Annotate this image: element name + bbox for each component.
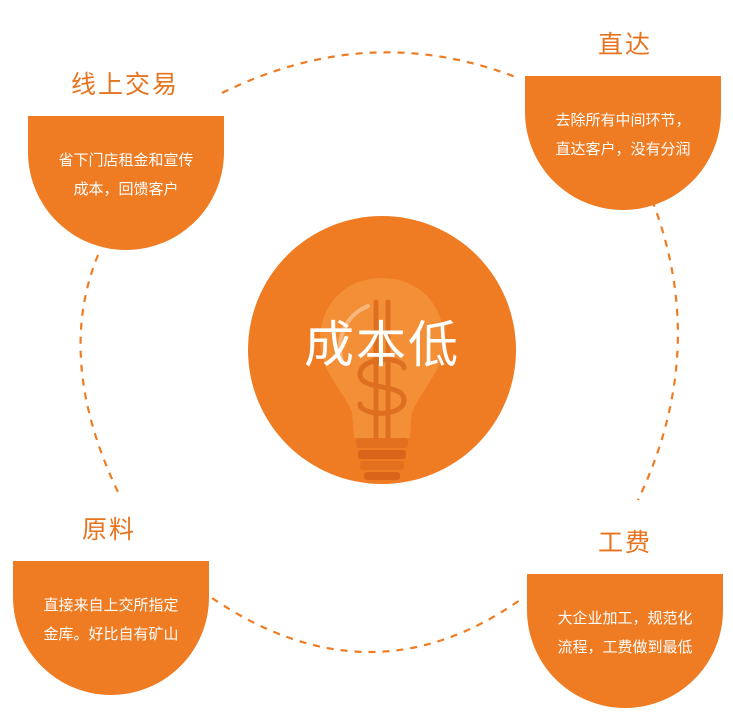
feature-desc-line: 流程，工费做到最低 — [557, 638, 693, 656]
light-bulb-dollar-icon — [320, 278, 444, 480]
feature-card-online: 省下门店租金和宣传 成本，回馈客户 — [28, 116, 224, 250]
center-circle: 成本低 — [248, 216, 516, 484]
feature-desc-direct: 去除所有中间环节， 直达客户，没有分润 — [525, 106, 721, 164]
feature-desc-line: 直接来自上交所指定 — [43, 596, 179, 614]
feature-desc-line: 省下门店租金和宣传 — [58, 151, 194, 169]
feature-desc-online: 省下门店租金和宣传 成本，回馈客户 — [28, 146, 224, 204]
feature-title-direct: 直达 — [598, 30, 653, 59]
feature-desc-line: 直达客户，没有分润 — [555, 140, 691, 158]
feature-title-labor: 工费 — [598, 528, 653, 557]
feature-desc-line: 去除所有中间环节， — [555, 111, 691, 129]
feature-desc-labor: 大企业加工，规范化 流程，工费做到最低 — [527, 604, 723, 662]
feature-desc-line: 大企业加工，规范化 — [557, 609, 693, 627]
center-title: 成本低 — [304, 316, 460, 374]
feature-title-material: 原料 — [82, 515, 137, 544]
feature-title-online: 线上交易 — [71, 70, 180, 99]
feature-desc-line: 金库。好比自有矿山 — [43, 625, 179, 643]
feature-desc-material: 直接来自上交所指定 金库。好比自有矿山 — [13, 591, 209, 649]
feature-desc-line: 成本，回馈客户 — [73, 180, 179, 198]
